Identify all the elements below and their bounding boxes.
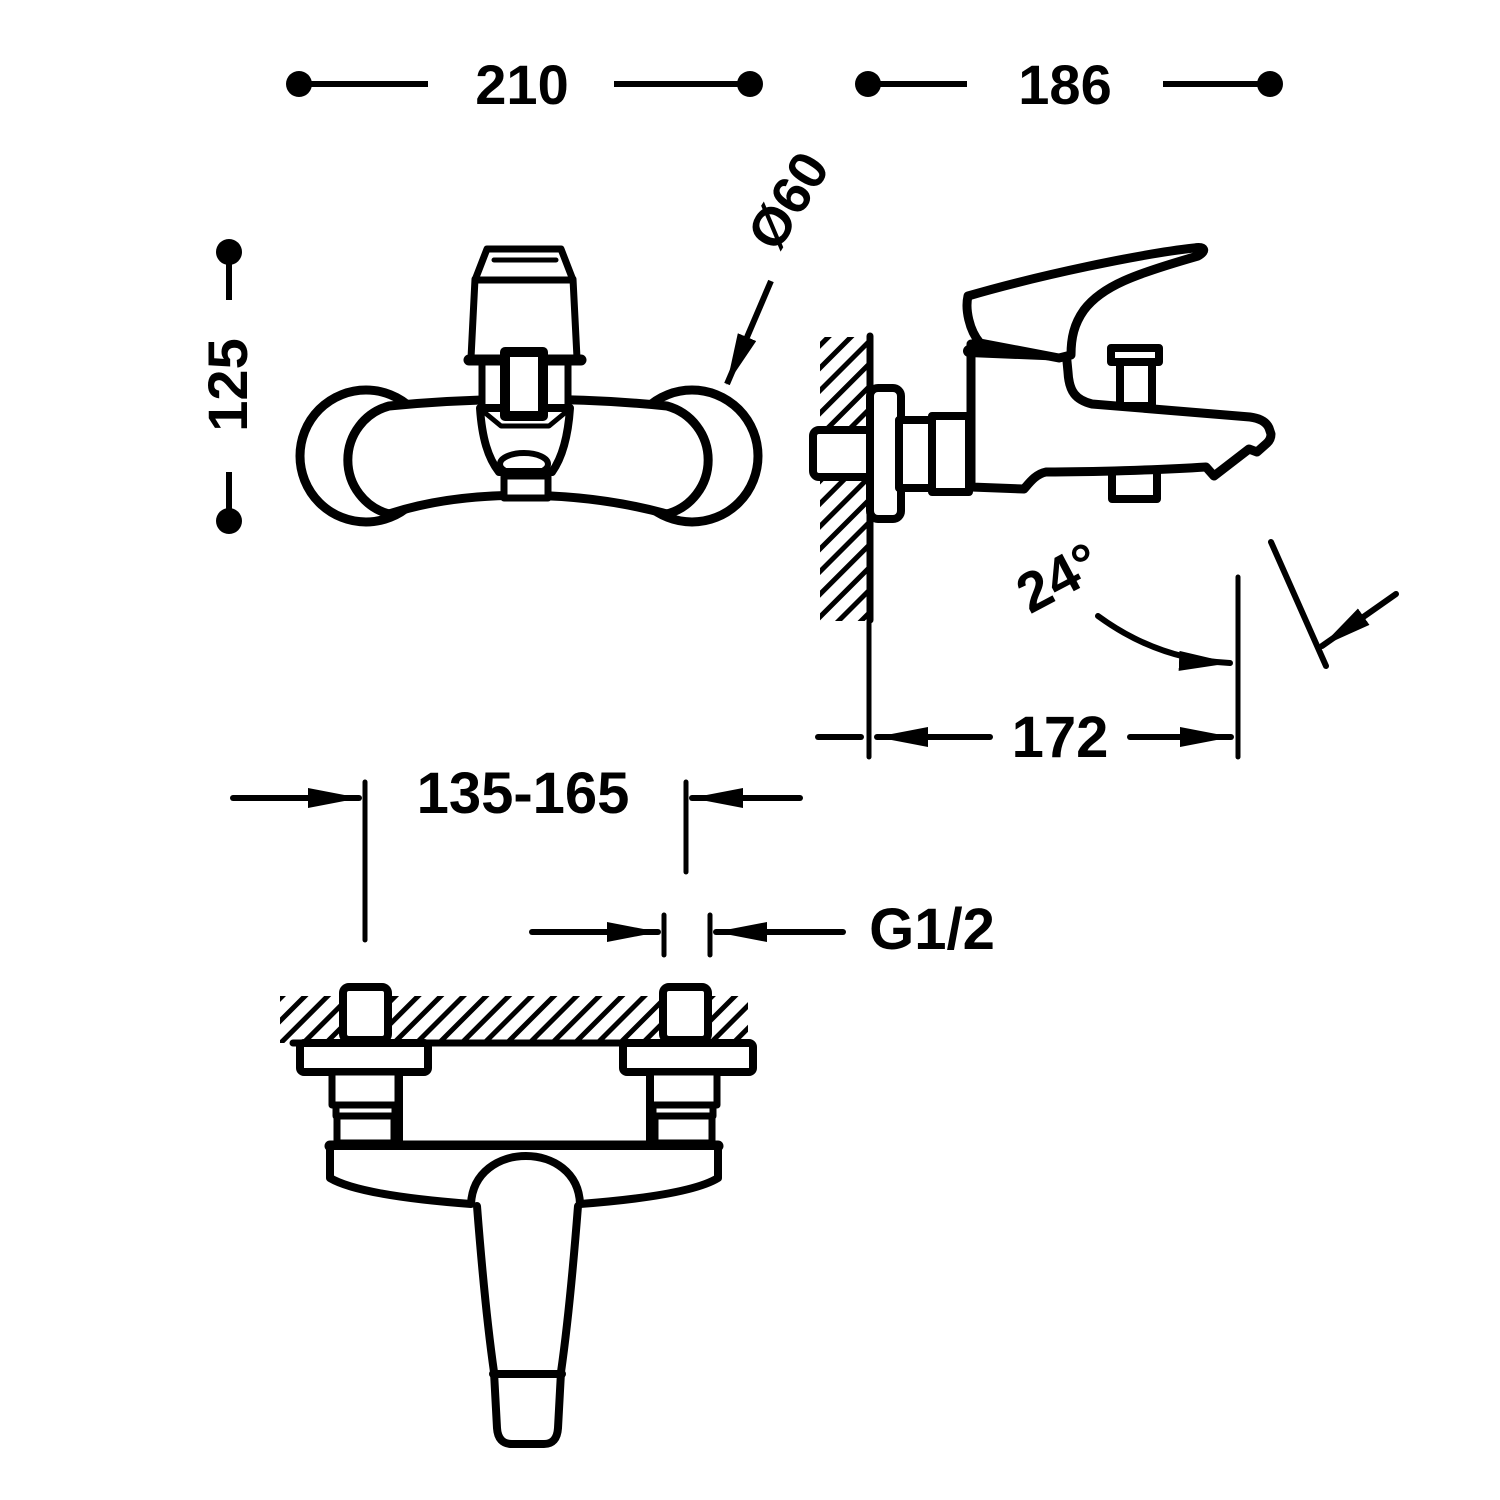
dimension-side-depth: 186 (855, 53, 1283, 116)
side-body-spout (966, 339, 1276, 494)
plan-right-pipe (659, 983, 712, 1044)
dimension-front-height: 125 (196, 239, 259, 534)
side-view (809, 243, 1276, 624)
dimension-thread-size: G1/2 (529, 897, 995, 962)
dim-dot (737, 71, 763, 97)
dim-186-label: 186 (1018, 53, 1111, 116)
angle-arc-arrow (1095, 613, 1233, 671)
dim-135-165-label: 135-165 (417, 761, 630, 826)
side-lever-handle (962, 243, 1209, 363)
side-pipe-stub (809, 426, 876, 481)
dim-125-label: 125 (196, 338, 259, 431)
dim-dot (286, 71, 312, 97)
plan-view (280, 983, 757, 1448)
dim-dot (216, 508, 242, 534)
front-view (295, 245, 763, 527)
dim-dot (216, 239, 242, 265)
front-cartridge-window (500, 347, 548, 421)
dim-dot (1257, 71, 1283, 97)
dim-210-label: 210 (475, 53, 568, 116)
dimension-front-width: 210 (286, 53, 763, 116)
dim-dot (855, 71, 881, 97)
side-connector-2 (928, 412, 973, 496)
plan-handle (473, 1202, 582, 1448)
dimension-spout-projection: 172 (815, 574, 1241, 770)
spout-direction-line (1268, 539, 1329, 669)
front-handle-block (467, 275, 581, 362)
dim-172-label: 172 (1012, 705, 1109, 770)
plan-right-flange (619, 1039, 757, 1076)
diverter-knob-stem (1116, 356, 1156, 410)
plan-lower-body (326, 1142, 722, 1208)
front-spout-lip (500, 472, 552, 502)
dimension-connection-centers: 135-165 (230, 761, 803, 943)
diverter-knob-cap (1107, 344, 1163, 366)
front-handle-cap (471, 245, 577, 284)
plan-left-pipe (339, 983, 392, 1044)
dim-g12-label: G1/2 (869, 897, 995, 962)
flow-direction-arrow (1319, 591, 1399, 649)
d60-leader-arrow (724, 279, 774, 386)
plan-left-flange (296, 1039, 432, 1076)
side-connector-1 (895, 416, 936, 492)
